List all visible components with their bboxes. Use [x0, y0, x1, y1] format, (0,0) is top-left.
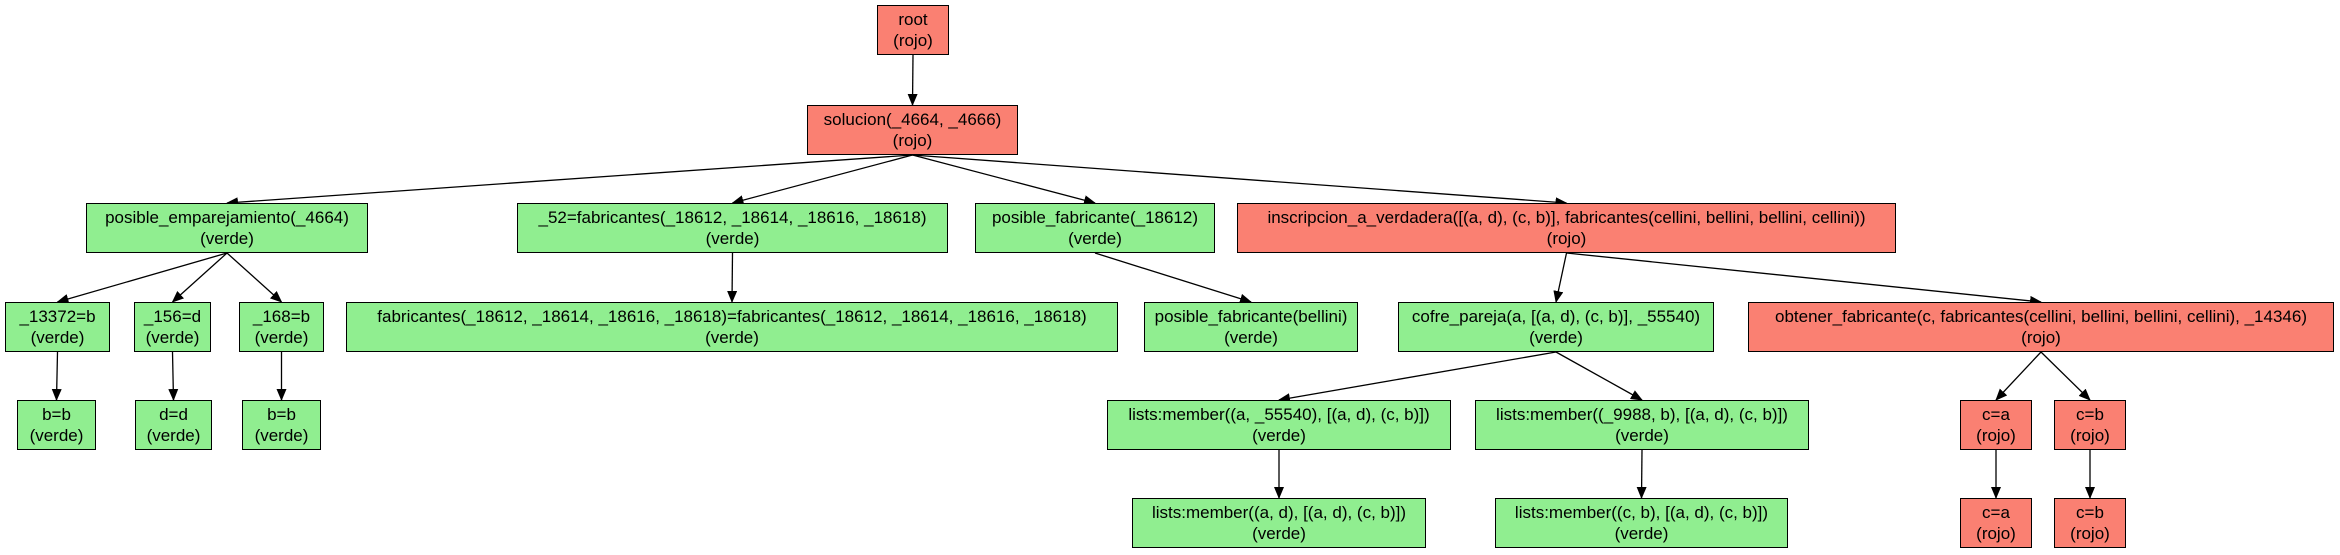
node-label: lists:member((a, d), [(a, d), (c, b)]): [1151, 503, 1407, 522]
node-label: posible_fabricante(bellini): [1154, 307, 1348, 326]
node-member4: lists:member((c, b), [(a, d), (c, b)]) (v…: [1495, 498, 1788, 548]
node-label: lists:member((_9988, b), [(a, d), (c, b)…: [1496, 405, 1788, 424]
node-label: c=a: [1982, 503, 2010, 522]
node-label: c=a: [1982, 405, 2010, 424]
node-label: fabricantes(_18612, _18614, _18616, _186…: [377, 307, 1087, 326]
node-status: (rojo): [2070, 524, 2110, 543]
edge-posible-emp-to-e168: [226, 252, 283, 303]
edge-posible-emp-to-e13372: [56, 252, 228, 304]
edges: [51, 54, 2095, 499]
edge-posible-fab-to-pf-bellini: [1094, 252, 1252, 304]
edge-obtener-to-cb1: [2040, 351, 2091, 401]
node-label: _156=d: [143, 307, 202, 326]
edge-solucion-to-inscripcion: [912, 154, 1568, 208]
node-status: (verde): [1615, 426, 1669, 445]
node-status: (verde): [30, 328, 85, 347]
node-label: inscripcion_a_verdadera([(a, d), (c, b)]…: [1267, 208, 1866, 227]
node-e156: _156=d (verde): [134, 302, 211, 352]
node-cb2: c=b (rojo): [2054, 498, 2126, 548]
node-status: (verde): [705, 328, 759, 347]
node-status: (verde): [200, 229, 254, 248]
node-status: (verde): [1224, 328, 1278, 347]
node-label: solucion(_4664, _4666): [823, 110, 1002, 129]
node-label: b=b: [42, 405, 71, 424]
node-cb1: c=b (rojo): [2054, 400, 2126, 450]
node-bb2: b=b (verde): [242, 400, 321, 450]
node-e13372: _13372=b (verde): [5, 302, 110, 352]
edge-member2-to-member4: [1636, 449, 1647, 499]
node-posible-emp: posible_emparejamiento(_4664) (verde): [86, 203, 368, 253]
node-label: posible_fabricante(_18612): [991, 208, 1199, 227]
node-label: _52=fabricantes(_18612, _18614, _18616, …: [538, 208, 927, 227]
node-ca2: c=a (rojo): [1960, 498, 2032, 548]
node-inscripcion: inscripcion_a_verdadera([(a, d), (c, b)]…: [1237, 203, 1896, 253]
node-status: (rojo): [893, 31, 933, 50]
node-status: (rojo): [892, 131, 933, 150]
node-root: root (rojo): [877, 5, 949, 55]
node-pf-bellini: posible_fabricante(bellini) (verde): [1144, 302, 1358, 352]
edge-posible-emp-to-e156: [171, 252, 228, 303]
edge-inscripcion-to-obtener: [1566, 252, 2042, 306]
node-status: (verde): [254, 328, 309, 347]
node-label: b=b: [267, 405, 296, 424]
edge-fab52-to-fabeq: [727, 252, 738, 303]
node-fabeq: fabricantes(_18612, _18614, _18616, _186…: [346, 302, 1118, 352]
node-status: (verde): [1614, 524, 1669, 543]
edge-solucion-to-posible-emp: [226, 154, 913, 208]
node-status: (verde): [1252, 524, 1306, 543]
edge-root-to-solucion: [907, 54, 918, 106]
node-label: c=b: [2076, 405, 2104, 424]
node-label: root: [898, 10, 928, 29]
node-label: _168=b: [252, 307, 311, 326]
node-status: (verde): [29, 426, 84, 445]
node-status: (rojo): [2021, 328, 2061, 347]
node-obtener: obtener_fabricante(c, fabricantes(cellin…: [1748, 302, 2334, 352]
node-posible-fab: posible_fabricante(_18612) (verde): [975, 203, 1215, 253]
edge-obtener-to-ca1: [1995, 351, 2042, 401]
edge-cofre-to-member2: [1555, 351, 1643, 401]
node-ca1: c=a (rojo): [1960, 400, 2032, 450]
node-label: lists:member((c, b), [(a, d), (c, b)]): [1514, 503, 1769, 522]
node-status: (verde): [146, 426, 201, 445]
node-label: obtener_fabricante(c, fabricantes(cellin…: [1774, 307, 2307, 326]
node-member1: lists:member((a, _55540), [(a, d), (c, b…: [1107, 400, 1451, 450]
edge-e13372-to-bb1: [51, 351, 62, 401]
edge-cofre-to-member1: [1278, 351, 1557, 404]
node-label: lists:member((a, _55540), [(a, d), (c, b…: [1128, 405, 1430, 424]
node-label: c=b: [2076, 503, 2104, 522]
node-fab52: _52=fabricantes(_18612, _18614, _18616, …: [517, 203, 948, 253]
node-status: (verde): [145, 328, 200, 347]
node-status: (verde): [1068, 229, 1122, 248]
node-status: (verde): [254, 426, 309, 445]
node-bb1: b=b (verde): [17, 400, 96, 450]
node-label: posible_emparejamiento(_4664): [105, 208, 349, 227]
edge-solucion-to-fab52: [731, 154, 913, 205]
edge-e156-to-dd: [168, 351, 179, 401]
node-cofre: cofre_pareja(a, [(a, d), (c, b)], _55540…: [1398, 302, 1714, 352]
node-dd: d=d (verde): [135, 400, 212, 450]
node-member3: lists:member((a, d), [(a, d), (c, b)]) (v…: [1132, 498, 1426, 548]
node-solucion: solucion(_4664, _4666) (rojo): [807, 105, 1018, 155]
node-label: cofre_pareja(a, [(a, d), (c, b)], _55540…: [1411, 307, 1701, 326]
node-status: (rojo): [1546, 229, 1587, 248]
node-status: (rojo): [1976, 426, 2016, 445]
node-status: (rojo): [2070, 426, 2110, 445]
node-label: _13372=b: [19, 307, 96, 326]
edge-solucion-to-posible-fab: [912, 154, 1096, 206]
node-e168: _168=b (verde): [239, 302, 324, 352]
node-status: (rojo): [1976, 524, 2016, 543]
edge-inscripcion-to-cofre: [1553, 252, 1568, 303]
node-member2: lists:member((_9988, b), [(a, d), (c, b)…: [1475, 400, 1809, 450]
node-status: (verde): [1252, 426, 1306, 445]
node-status: (verde): [1529, 328, 1583, 347]
node-status: (verde): [705, 229, 760, 248]
node-label: d=d: [159, 405, 188, 424]
